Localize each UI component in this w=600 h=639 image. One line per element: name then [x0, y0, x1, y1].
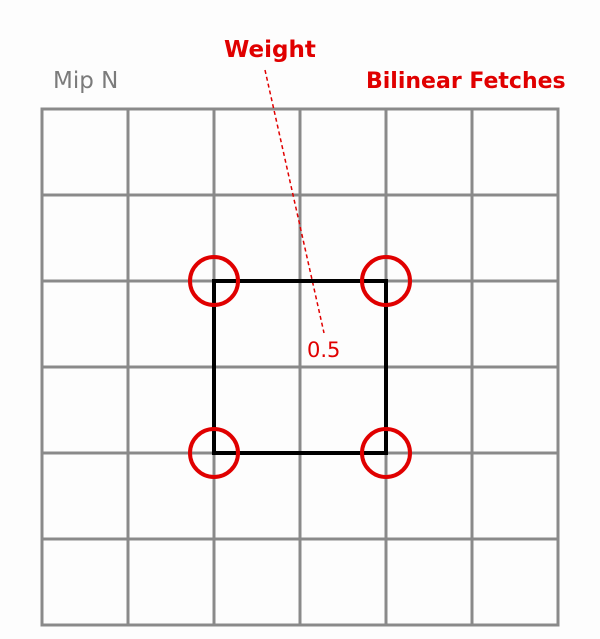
weight-value: 0.5	[307, 338, 340, 362]
weight-leader-line	[264, 69, 325, 334]
fetch-circle-top-left	[188, 255, 240, 307]
sample-footprint-square	[212, 279, 388, 455]
fetch-circle-bottom-left	[188, 427, 240, 479]
mip-level-label: Mip N	[53, 68, 118, 94]
fetch-circle-top-right	[360, 255, 412, 307]
fetch-circle-bottom-right	[360, 427, 412, 479]
bilinear-fetches-title: Bilinear Fetches	[366, 69, 566, 94]
weight-title: Weight	[224, 37, 316, 63]
